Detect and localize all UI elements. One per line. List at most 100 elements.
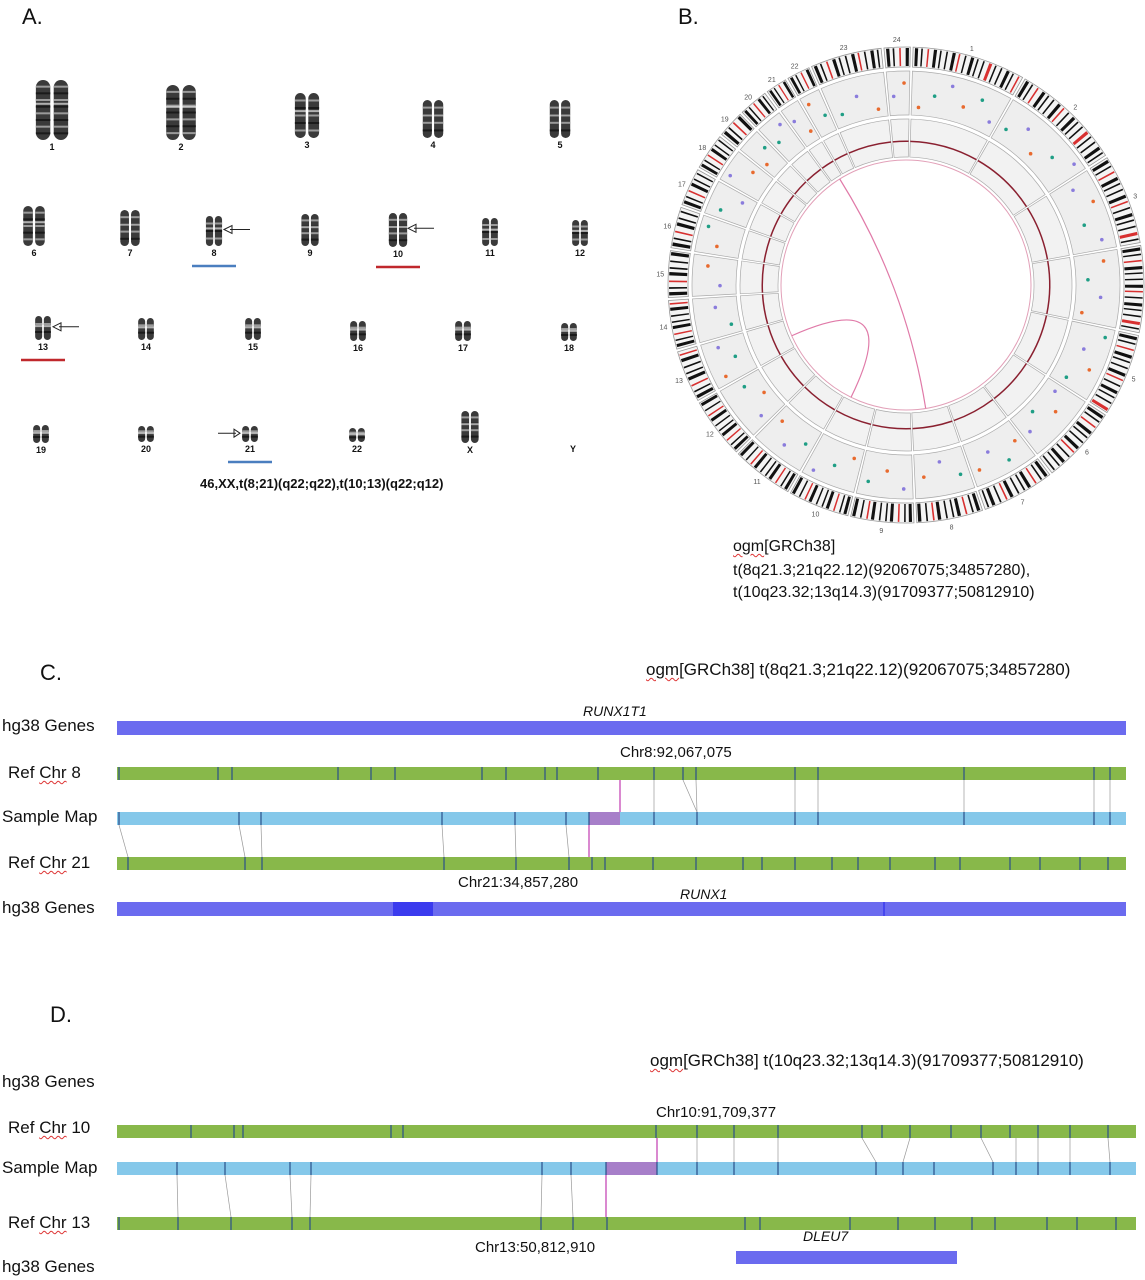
align-line-d-bottom-4	[540, 1174, 543, 1218]
band-18	[561, 328, 569, 330]
band-2	[182, 104, 196, 107]
circos-segment-18: 18	[698, 136, 807, 223]
chromosome-X: X	[460, 411, 480, 455]
band-9	[310, 232, 319, 235]
band-4	[434, 129, 444, 132]
band-1	[35, 105, 51, 108]
ideogram-band-5	[1114, 350, 1133, 359]
circos-label-11: 11	[753, 479, 760, 486]
chromatid-10-2	[398, 213, 408, 247]
band-18	[569, 334, 577, 336]
centromere-7	[118, 223, 142, 226]
ideogram-band-11	[780, 470, 791, 487]
variant-dot-4	[1101, 259, 1106, 263]
band-10	[398, 239, 408, 242]
band-11	[482, 224, 490, 226]
ideogram-band-22	[805, 69, 816, 87]
variant-dot-3	[1100, 237, 1104, 242]
ideogram-band-3	[1120, 238, 1139, 244]
track-cnv-1	[909, 118, 988, 174]
band-15	[245, 324, 253, 327]
variant-dot-24	[891, 94, 896, 99]
ideogram-band-17	[693, 178, 711, 188]
panel-c-row-label-sample-map: Sample Map	[2, 807, 98, 826]
centromere-16	[348, 328, 368, 331]
ideogram-band-6	[1072, 425, 1088, 439]
track-variants-15	[691, 253, 739, 297]
ideogram-band-12	[721, 422, 738, 437]
ideogram-band-15	[669, 286, 688, 289]
circos-caption-ogm: ogm	[733, 538, 765, 555]
variant-dot-13	[716, 345, 720, 350]
band-1	[35, 125, 51, 128]
variant-dot-4	[1080, 310, 1084, 315]
ideogram-band-2	[1060, 116, 1076, 132]
track-variants-3	[1049, 170, 1117, 256]
band-7	[131, 230, 140, 233]
ideogram-band-17	[696, 172, 714, 183]
chromosome-label-21: 21	[245, 444, 255, 454]
band-8	[214, 237, 223, 240]
ideogram-band-10	[821, 489, 830, 507]
ideogram-band-3	[1108, 194, 1127, 205]
chromatid-7-2	[131, 210, 140, 246]
ideogram-band-3	[1117, 225, 1136, 232]
circos-label-20: 20	[744, 94, 752, 101]
variant-dot-2	[1050, 155, 1054, 160]
ideogram-16	[670, 206, 701, 252]
ideogram-band-6	[1042, 455, 1056, 471]
band-13	[43, 331, 51, 333]
chromosome-13: 13	[21, 316, 79, 362]
ideogram-band-15	[670, 260, 689, 264]
ideogram-band-4	[1121, 324, 1140, 330]
band-7	[120, 230, 129, 233]
chromatid-16-1	[350, 321, 358, 341]
band-7	[131, 237, 140, 240]
band-20	[146, 435, 154, 438]
ideogram-band-15	[669, 291, 688, 296]
circos-segment-24: 24	[883, 37, 911, 158]
band-17	[463, 333, 471, 336]
ideogram-band-9	[885, 503, 889, 522]
band-6	[35, 211, 45, 214]
ideogram-band-11	[745, 446, 759, 461]
ideogram-band-19	[728, 127, 743, 141]
variant-dot-7	[1013, 438, 1017, 443]
band-4	[434, 106, 444, 109]
chromosome-14: 14	[136, 318, 156, 352]
band-11	[482, 238, 490, 240]
band-6	[23, 218, 33, 221]
align-line-c-top-2	[695, 779, 698, 813]
ideogram-band-3	[1110, 200, 1129, 209]
cnv-line-19	[794, 181, 807, 195]
sample-bar-c	[117, 812, 1126, 825]
align-line-c-top-1	[682, 779, 698, 813]
band-3	[308, 107, 320, 109]
band-2	[182, 132, 196, 135]
variant-dot-7	[985, 450, 990, 454]
panel-c-row-label-genes-bottom: hg38 Genes	[2, 898, 95, 917]
variant-dot-23	[876, 107, 881, 111]
band-17	[455, 326, 463, 329]
ideogram-band-12	[726, 427, 742, 441]
track-variants-18	[719, 151, 774, 202]
band-4	[422, 121, 432, 124]
track-variants-22	[799, 89, 838, 138]
align-line-d-top-4	[902, 1137, 911, 1163]
band-2	[166, 97, 180, 100]
circos-label-13: 13	[675, 378, 683, 385]
ideogram-band-4	[1122, 247, 1141, 254]
gene-label-runx1: RUNX1	[680, 886, 728, 902]
track-cnv-8	[911, 405, 960, 452]
band-18	[569, 328, 577, 330]
chromosome-label-5: 5	[557, 140, 562, 150]
band-2	[182, 111, 196, 114]
band-3	[294, 122, 306, 124]
ideogram-band-21	[782, 81, 795, 98]
track-cnv-10	[824, 396, 876, 447]
band-15	[253, 324, 261, 327]
chromosome-label-14: 14	[141, 342, 151, 352]
circos-segment-21: 21	[766, 77, 842, 182]
ideogram-21	[766, 79, 797, 109]
